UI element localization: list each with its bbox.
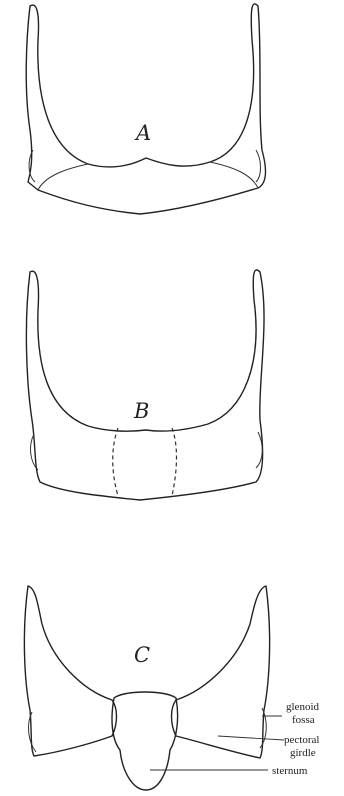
panel-c-letter: C (134, 643, 150, 667)
sternum-label: sternum (272, 765, 308, 777)
glenoid-label-line1: glenoid (286, 701, 319, 713)
panel-b-girdle: B (26, 270, 264, 500)
panel-c-right-half (172, 586, 270, 758)
panel-c-left-half (24, 586, 116, 756)
panel-a-girdle: A (26, 4, 265, 214)
panel-b-left-suture (113, 428, 118, 496)
panel-b-outline (26, 270, 264, 500)
panel-c-sternum (112, 692, 178, 790)
panel-b-letter: B (133, 399, 149, 423)
panel-a-inner-edge (38, 162, 258, 190)
panel-a-letter: A (134, 121, 151, 145)
panel-a-outline (26, 4, 265, 214)
pectoral-label-line1: pectoral (284, 734, 319, 746)
pectoral-girdle-leader-line (218, 736, 284, 740)
pectoral-label-line2: girdle (290, 747, 316, 759)
panel-b-right-suture (172, 428, 177, 496)
panel-c-girdle: C glenoid fossa pectoral girdle sternum (24, 586, 319, 790)
panel-c-left-glenoid (29, 712, 36, 752)
panel-a-right-glenoid (256, 150, 261, 182)
glenoid-label-line2: fossa (292, 714, 315, 726)
